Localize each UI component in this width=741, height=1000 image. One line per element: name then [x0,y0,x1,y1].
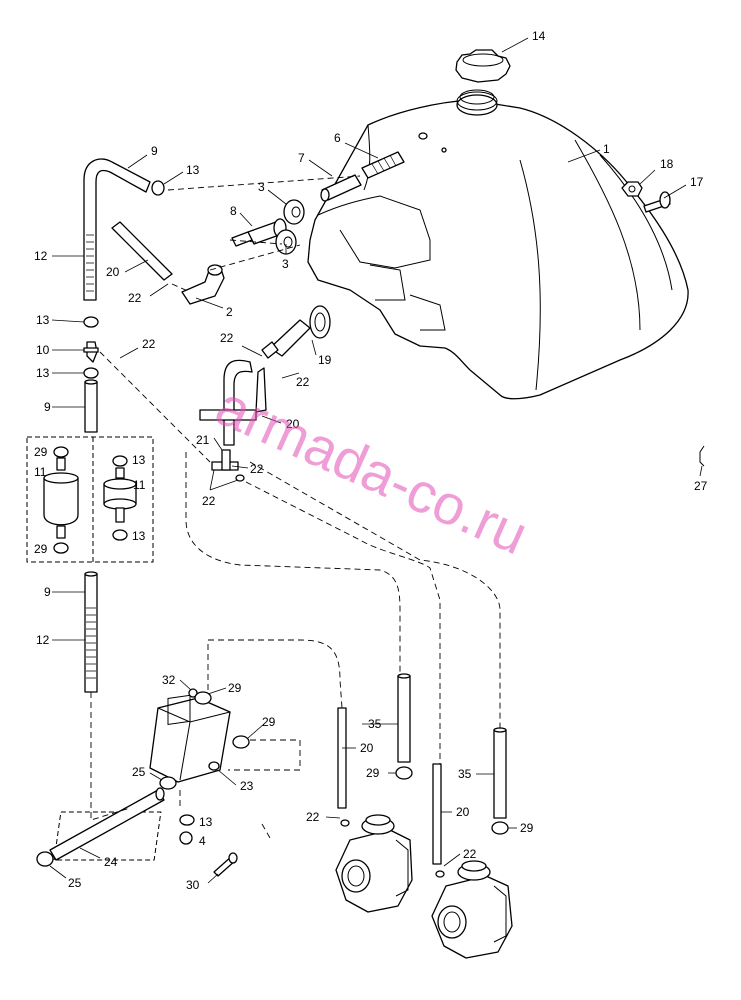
callout-9-top: 9 [151,144,158,158]
tank-tube [320,174,362,202]
callout-32: 32 [162,673,176,687]
clip-27 [699,445,705,467]
callout-20-top: 20 [106,265,120,279]
tank-nut [621,181,643,197]
callout-9-lower: 9 [44,585,51,599]
carburetor-left [335,814,413,913]
fuel-filter-option-box [26,436,154,563]
callout-11-large: 11 [34,465,47,479]
callout-13-filter-top: 13 [132,453,146,467]
fuel-pump [149,688,250,783]
fuel-cap [455,49,511,83]
callout-22-petcock-left: 22 [220,331,234,345]
callouts: 14 1 6 7 18 17 3 8 3 9 13 20 12 22 2 13 … [34,29,708,892]
fuel-filter-small [103,455,137,541]
clamp-29-left-carb [395,766,413,780]
connector-10 [83,341,99,363]
callout-22-t-right: 22 [250,462,264,476]
callout-4: 4 [199,834,206,848]
leader-lines [49,37,703,884]
callout-21: 21 [196,433,210,447]
callout-22-carb-left: 22 [306,810,320,824]
hose-20-short [111,221,173,281]
callout-18: 18 [660,157,674,171]
callout-20-curved: 20 [286,417,300,431]
hose-20-vertical-right [432,763,442,865]
callout-30: 30 [186,878,200,892]
callout-25-upper: 25 [132,765,146,779]
hose-24 [49,787,165,861]
callout-6: 6 [334,131,341,145]
hose-35-left [397,673,411,763]
grommet-upper [283,199,305,225]
hose-35-right [493,727,507,819]
callout-29-pump-top: 29 [228,681,242,695]
callout-20-carb-left: 20 [360,741,374,755]
callout-29-carb-right: 29 [520,821,534,835]
callout-13-a: 13 [36,313,50,327]
callout-29-carb-left: 29 [366,766,380,780]
callout-22-t-below: 22 [202,494,216,508]
callout-8: 8 [230,204,237,218]
pump-fittings-box [53,811,195,861]
callout-2: 2 [226,305,233,319]
tank-filter [361,151,405,179]
callout-14: 14 [532,29,546,43]
clamp-25-upper [159,776,177,790]
callout-35-left: 35 [368,717,382,731]
hose-lower-left [84,571,98,693]
callout-22-petcock-right: 22 [296,375,310,389]
callout-13-top: 13 [186,163,200,177]
flow-lines [90,175,501,839]
screw-30 [213,852,238,877]
callout-3-lower: 3 [282,257,289,271]
elbow-fitting [181,264,225,305]
fuel-tank [307,89,689,400]
clamp-13-a [83,316,99,328]
hose-20-vertical-left [337,707,347,809]
callout-25-lower: 25 [68,876,82,890]
clamp-13-top [151,180,165,196]
carburetor-right [431,860,513,959]
callout-27: 27 [694,479,708,493]
callout-20-carb-right: 20 [456,805,470,819]
callout-22-carb-right: 22 [463,847,477,861]
hose-top-curved [83,158,151,301]
tank-screw [643,191,671,213]
callout-23: 23 [240,779,254,793]
fuel-filter-large [43,446,79,554]
hose-20-curved [199,359,267,446]
callout-13-filter-bottom: 13 [132,529,146,543]
callout-29-filter-top: 29 [34,445,48,459]
callout-11-small: 11 [133,478,146,492]
clamp-25-lower [36,851,54,867]
callout-1: 1 [603,142,610,156]
callout-7: 7 [298,151,305,165]
callout-29-pump-right: 29 [262,715,276,729]
callout-3-upper: 3 [258,180,265,194]
callout-13-pump: 13 [199,815,213,829]
callout-17: 17 [690,175,704,189]
callout-12-top: 12 [34,249,48,263]
t-joint [211,449,245,482]
callout-29-filter-bottom: 29 [34,542,48,556]
hose-9-short [84,379,98,433]
callout-19: 19 [318,353,332,367]
callout-10: 10 [36,343,50,357]
grommet-lower [275,229,297,255]
callout-24: 24 [104,855,118,869]
callout-35-right: 35 [458,767,472,781]
clamp-29-right-carb [491,821,509,835]
callout-9-mid: 9 [44,400,51,414]
callout-22-top: 22 [128,291,142,305]
callout-13-b: 13 [36,366,50,380]
callout-22-mid: 22 [142,337,156,351]
callout-12-lower: 12 [36,633,50,647]
petcock [261,305,331,359]
clamp-13-b [83,367,99,379]
